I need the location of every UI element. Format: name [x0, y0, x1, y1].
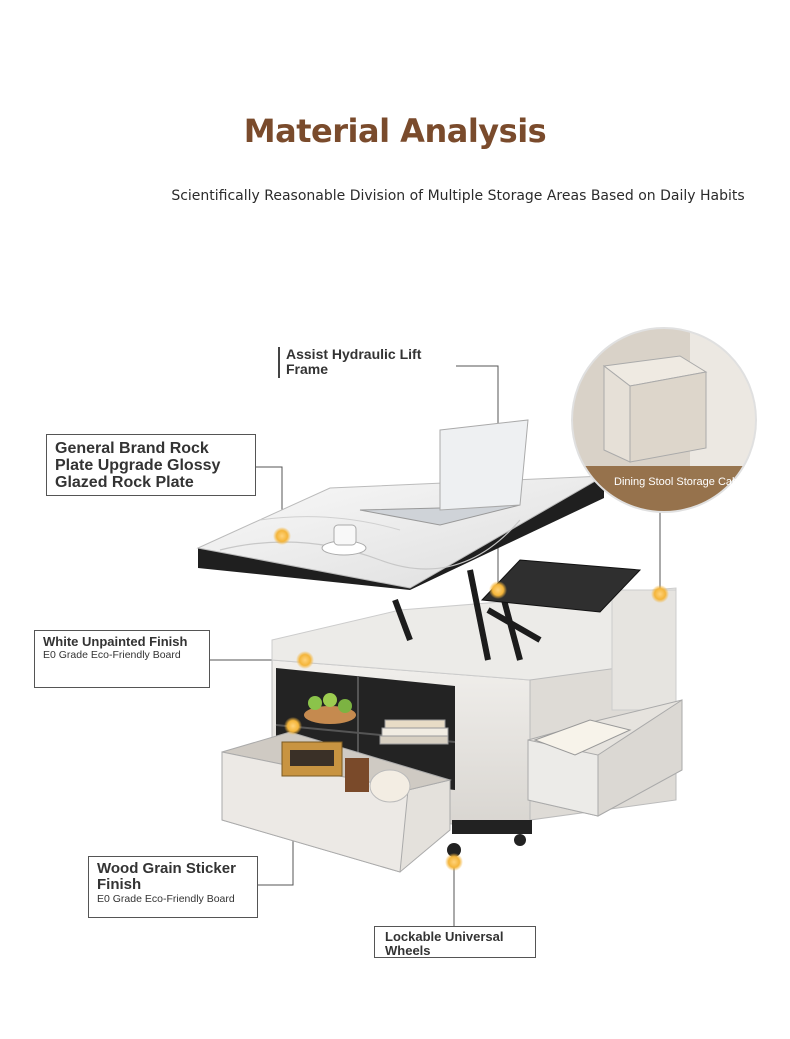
callout-white-finish: White Unpainted Finish E0 Grade Eco-Frie…: [34, 630, 210, 688]
marker-wheels: [445, 853, 463, 871]
callout-wood-grain: Wood Grain Sticker Finish E0 Grade Eco-F…: [88, 856, 258, 918]
callout-hydraulic-text: Assist Hydraulic Lift Frame: [286, 346, 422, 378]
marker-hydraulic: [489, 581, 507, 599]
stool-caption: Dining Stool Storage Cabinet: [614, 476, 756, 488]
callout-white-finish-sub: E0 Grade Eco-Friendly Board: [43, 648, 181, 661]
callout-rock-plate-text: General Brand Rock Plate Upgrade Glossy …: [55, 440, 221, 491]
feature-markers: [273, 527, 669, 871]
marker-rock-plate: [273, 527, 291, 545]
callout-hydraulic: Assist Hydraulic Lift Frame: [278, 346, 446, 378]
marker-white-finish: [296, 651, 314, 669]
right-drawer: [527, 699, 683, 817]
callout-rock-plate: General Brand Rock Plate Upgrade Glossy …: [46, 434, 256, 496]
marker-wood-grain: [284, 717, 302, 735]
callout-white-finish-title: White Unpainted Finish: [43, 634, 188, 649]
callout-wood-grain-sub: E0 Grade Eco-Friendly Board: [97, 892, 235, 905]
left-drawer: [221, 731, 452, 873]
callout-wood-grain-title: Wood Grain Sticker Finish: [97, 860, 236, 893]
rock-plate-top: [196, 419, 605, 590]
page-subtitle: Scientifically Reasonable Division of Mu…: [171, 188, 745, 204]
marker-stool: [651, 585, 669, 603]
callout-wheels: Lockable Universal Wheels: [374, 926, 536, 958]
callout-wheels-text: Lockable Universal Wheels: [385, 929, 504, 958]
page-title: Material Analysis: [243, 112, 547, 150]
